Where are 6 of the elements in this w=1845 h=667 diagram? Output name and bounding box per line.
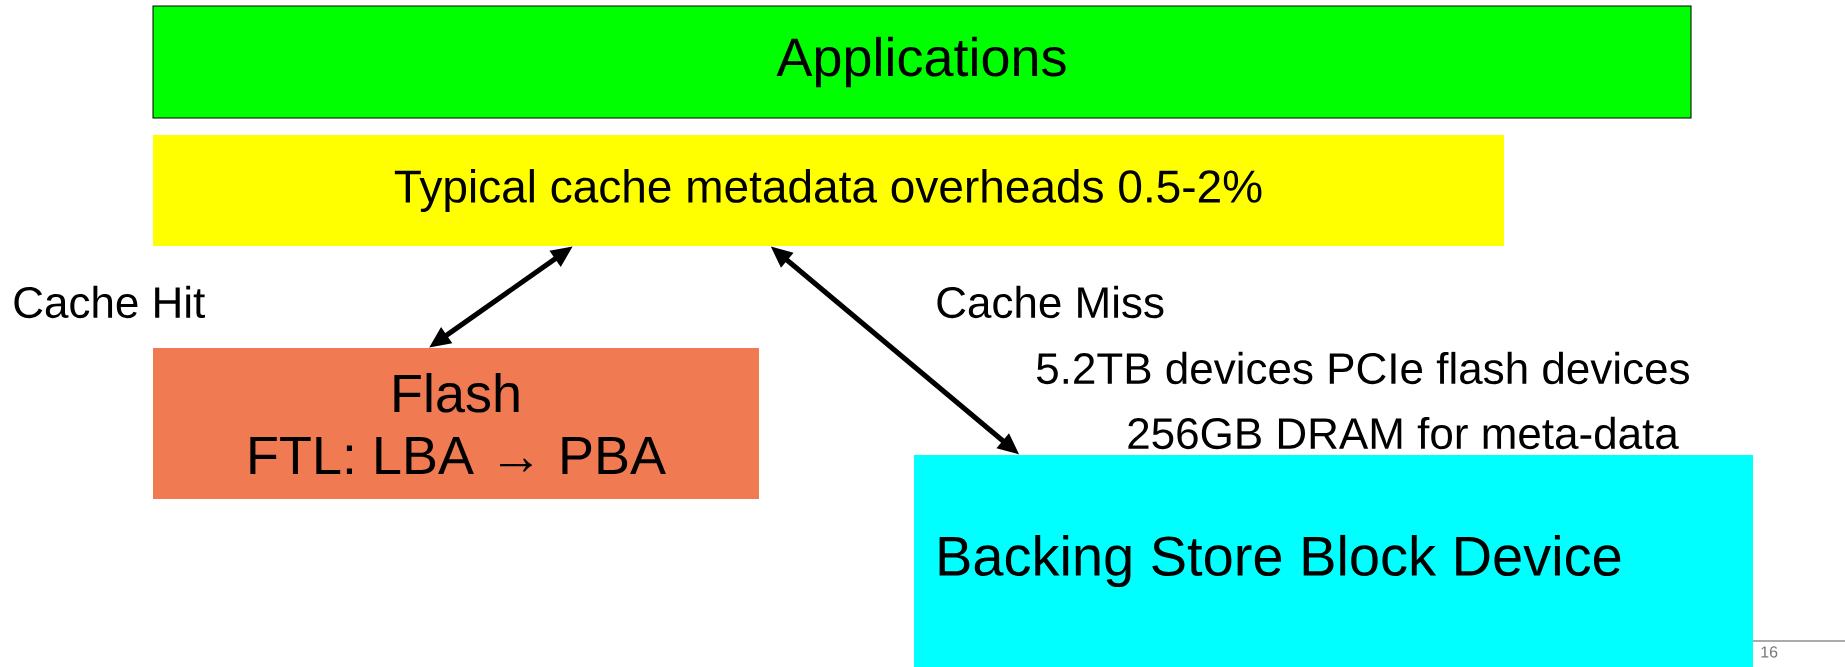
layer-box: Backing Store Block Device xyxy=(914,455,1753,667)
annotation-text: 5.2TB devices PCIe flash devices xyxy=(1036,351,1689,385)
layer-box: Applications xyxy=(152,5,1692,119)
layer-box: Flash FTL: LBA → PBA xyxy=(153,348,759,499)
annotation-text: Cache Hit xyxy=(14,285,205,319)
layer-box: Typical cache metadata overheads 0.5-2% xyxy=(153,135,1504,246)
